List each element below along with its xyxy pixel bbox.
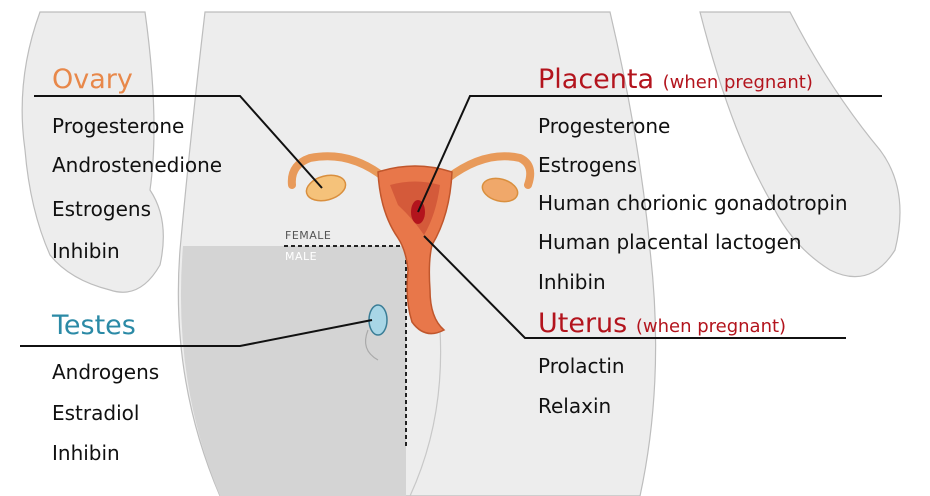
placenta-hormone: Human chorionic gonadotropin	[538, 191, 848, 215]
placenta-hormone: Progesterone	[538, 114, 670, 138]
ovary-hormone: Inhibin	[52, 239, 120, 263]
female-label: FEMALE	[285, 229, 331, 242]
testes-hormone: Inhibin	[52, 441, 120, 465]
ovary-hormone: Androstenedione	[52, 153, 222, 177]
male-region	[181, 246, 406, 496]
ovary-hormone: Estrogens	[52, 197, 151, 221]
testes-hormone: Androgens	[52, 360, 159, 384]
testes-title: Testes	[52, 310, 136, 341]
placenta-hormone: Inhibin	[538, 270, 606, 294]
male-label: MALE	[285, 250, 317, 263]
placenta-title: Placenta	[538, 64, 654, 95]
ovary-hormone: Progesterone	[52, 114, 184, 138]
testes-hormone: Estradiol	[52, 401, 139, 425]
placenta-heading: Placenta (when pregnant)	[538, 64, 813, 95]
uterus-title: Uterus	[538, 308, 627, 339]
uterus-heading: Uterus (when pregnant)	[538, 308, 786, 339]
uterus-hormone: Prolactin	[538, 354, 625, 378]
placenta-hormone: Human placental lactogen	[538, 230, 802, 254]
ovary-title: Ovary	[52, 64, 133, 95]
uterus-qualifier: (when pregnant)	[636, 316, 786, 337]
placenta-qualifier: (when pregnant)	[663, 72, 813, 93]
uterus-hormone: Relaxin	[538, 394, 611, 418]
placenta-hormone: Estrogens	[538, 153, 637, 177]
